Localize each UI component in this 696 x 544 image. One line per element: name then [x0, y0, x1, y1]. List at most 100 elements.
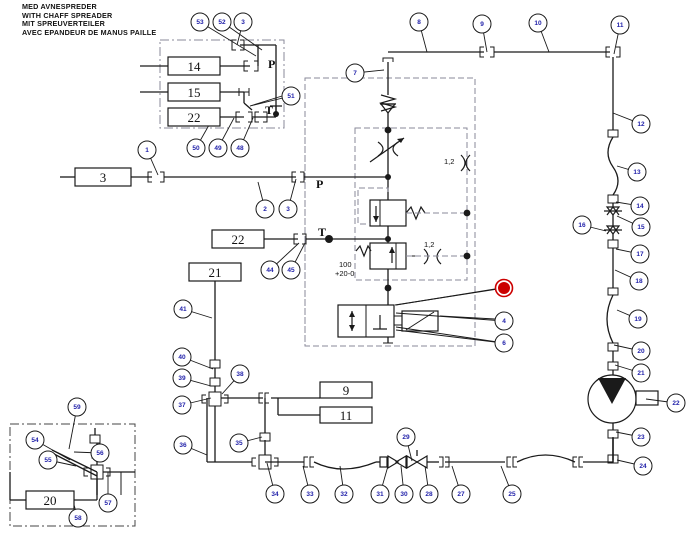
balloon-circle[interactable]: [630, 244, 650, 264]
balloon-33[interactable]: 33: [300, 484, 320, 504]
balloon-circle[interactable]: [572, 215, 592, 235]
balloon-2[interactable]: 2: [255, 199, 275, 219]
balloon-circle[interactable]: [630, 196, 650, 216]
balloon-circle[interactable]: [451, 484, 471, 504]
balloon-1[interactable]: 1: [137, 140, 157, 160]
balloon-44[interactable]: 44: [260, 260, 280, 280]
balloon-36[interactable]: 36: [173, 435, 193, 455]
balloon-30[interactable]: 30: [394, 484, 414, 504]
balloon-circle[interactable]: [281, 260, 301, 280]
balloon-57[interactable]: 57: [98, 493, 118, 513]
balloon-circle[interactable]: [190, 12, 210, 32]
balloon-10[interactable]: 10: [528, 13, 548, 33]
balloon-11[interactable]: 11: [610, 15, 630, 35]
balloon-circle[interactable]: [25, 430, 45, 450]
balloon-37[interactable]: 37: [172, 395, 192, 415]
balloon-38[interactable]: 38: [230, 364, 250, 384]
balloon-circle[interactable]: [230, 138, 250, 158]
balloon-48[interactable]: 48: [230, 138, 250, 158]
balloon-circle[interactable]: [278, 199, 298, 219]
balloon-circle[interactable]: [208, 138, 228, 158]
balloon-circle[interactable]: [173, 299, 193, 319]
balloon-52[interactable]: 52: [212, 12, 232, 32]
balloon-27[interactable]: 27: [451, 484, 471, 504]
balloon-circle[interactable]: [631, 217, 651, 237]
balloon-34[interactable]: 34: [265, 484, 285, 504]
balloon-22[interactable]: 22: [666, 393, 686, 413]
balloon-50[interactable]: 50: [186, 138, 206, 158]
balloon-29[interactable]: 29: [396, 427, 416, 447]
balloon-circle[interactable]: [98, 493, 118, 513]
balloon-20[interactable]: 20: [631, 341, 651, 361]
balloon-56[interactable]: 56: [90, 443, 110, 463]
balloon-circle[interactable]: [631, 114, 651, 134]
balloon-circle[interactable]: [172, 347, 192, 367]
balloon-4[interactable]: 4: [494, 311, 514, 331]
balloon-circle[interactable]: [419, 484, 439, 504]
balloon-circle[interactable]: [172, 395, 192, 415]
balloon-40[interactable]: 40: [172, 347, 192, 367]
balloon-circle[interactable]: [528, 13, 548, 33]
balloon-circle[interactable]: [345, 63, 365, 83]
balloon-15[interactable]: 15: [631, 217, 651, 237]
balloon-circle[interactable]: [90, 443, 110, 463]
balloon-24[interactable]: 24: [633, 456, 653, 476]
balloon-circle[interactable]: [38, 450, 58, 470]
balloon-circle[interactable]: [173, 435, 193, 455]
balloon-17[interactable]: 17: [630, 244, 650, 264]
balloon-circle[interactable]: [334, 484, 354, 504]
balloon-circle[interactable]: [265, 484, 285, 504]
balloon-59[interactable]: 59: [67, 397, 87, 417]
balloon-circle[interactable]: [67, 397, 87, 417]
balloon-53[interactable]: 53: [190, 12, 210, 32]
balloon-circle[interactable]: [631, 427, 651, 447]
balloon-circle[interactable]: [631, 363, 651, 383]
balloon-circle[interactable]: [631, 341, 651, 361]
balloon-49[interactable]: 49: [208, 138, 228, 158]
balloon-circle[interactable]: [633, 456, 653, 476]
balloon-circle[interactable]: [502, 484, 522, 504]
balloon-circle[interactable]: [260, 260, 280, 280]
balloon-circle[interactable]: [230, 364, 250, 384]
balloon-circle[interactable]: [666, 393, 686, 413]
balloon-circle[interactable]: [300, 484, 320, 504]
balloon-circle[interactable]: [610, 15, 630, 35]
balloon-circle[interactable]: [629, 271, 649, 291]
balloon-circle[interactable]: [472, 14, 492, 34]
balloon-circle[interactable]: [281, 86, 301, 106]
balloon-16[interactable]: 16: [572, 215, 592, 235]
balloon-6[interactable]: 6: [494, 333, 514, 353]
balloon-35[interactable]: 35: [229, 433, 249, 453]
balloon-circle[interactable]: [186, 138, 206, 158]
balloon-circle[interactable]: [396, 427, 416, 447]
balloon-circle[interactable]: [255, 199, 275, 219]
balloon-25[interactable]: 25: [502, 484, 522, 504]
balloon-31[interactable]: 31: [370, 484, 390, 504]
balloon-58[interactable]: 58: [68, 508, 88, 528]
balloon-circle[interactable]: [137, 140, 157, 160]
balloon-3[interactable]: 3: [278, 199, 298, 219]
balloon-19[interactable]: 19: [628, 309, 648, 329]
balloon-circle[interactable]: [172, 368, 192, 388]
balloon-13[interactable]: 13: [627, 162, 647, 182]
balloon-circle[interactable]: [233, 12, 253, 32]
balloon-3[interactable]: 3: [233, 12, 253, 32]
balloon-32[interactable]: 32: [334, 484, 354, 504]
balloon-39[interactable]: 39: [172, 368, 192, 388]
balloon-circle[interactable]: [68, 508, 88, 528]
balloon-circle[interactable]: [409, 12, 429, 32]
balloon-7[interactable]: 7: [345, 63, 365, 83]
balloon-55[interactable]: 55: [38, 450, 58, 470]
balloon-circle[interactable]: [494, 333, 514, 353]
balloon-circle[interactable]: [394, 484, 414, 504]
balloon-14[interactable]: 14: [630, 196, 650, 216]
balloon-circle[interactable]: [229, 433, 249, 453]
balloon-circle[interactable]: [212, 12, 232, 32]
balloon-54[interactable]: 54: [25, 430, 45, 450]
balloon-28[interactable]: 28: [419, 484, 439, 504]
balloon-21[interactable]: 21: [631, 363, 651, 383]
balloon-41[interactable]: 41: [173, 299, 193, 319]
balloon-8[interactable]: 8: [409, 12, 429, 32]
balloon-circle[interactable]: [370, 484, 390, 504]
